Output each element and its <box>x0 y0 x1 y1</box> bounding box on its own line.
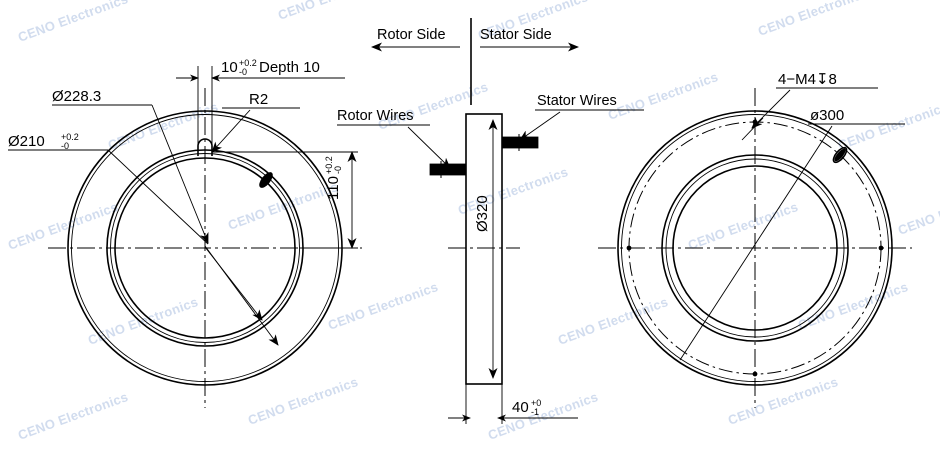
watermark: CENO Electronics <box>326 279 440 333</box>
left-view-group: 10 +0.2 -0 Depth 10 Ø228.3 Ø210 +0.2 -0 … <box>8 58 362 408</box>
dia210-leader-a <box>107 149 209 245</box>
bore-210-tol-upper: +0.2 <box>61 132 79 142</box>
rotor-wire-bundle <box>429 161 467 178</box>
tapped-hole-leader <box>751 89 791 129</box>
watermark: CENO Electronics <box>16 389 130 443</box>
right-view-bore-outer-edge <box>665 158 845 338</box>
dim110-text-group: 110 +0.2 -0 <box>324 156 343 200</box>
right-view-bore-inner <box>672 165 838 331</box>
dia320-label: Ø320 <box>474 195 491 232</box>
dia320-text-group: Ø320 <box>474 195 491 232</box>
stator-side-label: Stator Side <box>480 27 552 43</box>
dim110-tol-lower: -0 <box>333 166 343 174</box>
tapped-hole-right <box>878 245 884 251</box>
watermark: CENO Electronics <box>836 99 940 153</box>
left-view-bore-228-edge <box>110 153 300 343</box>
watermark: CENO Electronics <box>16 0 130 45</box>
dim110-value: 110 <box>325 176 342 200</box>
stator-wires-leader <box>519 111 561 141</box>
watermark: CENO Electronics <box>246 374 360 428</box>
tapped-hole-left <box>626 245 632 251</box>
section-body-rect <box>465 113 503 385</box>
dim40-tol-lower: -1 <box>531 407 539 417</box>
right-view-wire-exit-marker <box>832 146 848 164</box>
watermark: CENO Electronics <box>606 69 720 123</box>
r2-leader <box>211 109 251 153</box>
slot-width-tol-upper: +0.2 <box>239 58 257 68</box>
rotor-wires-leader <box>407 126 451 169</box>
watermark: CENO Electronics <box>486 389 600 443</box>
watermark: CENO Electronics <box>686 199 800 253</box>
bore-210-value: Ø210 <box>8 133 45 150</box>
dia2283-leader-b <box>204 246 263 321</box>
section-view-group: Rotor Side Stator Side Rotor Wires <box>337 18 644 424</box>
tapped-holes-label: 4−M4↧8 <box>778 71 837 88</box>
watermark: CENO Electronics <box>226 179 340 233</box>
slot-depth-suffix: Depth 10 <box>259 59 320 76</box>
watermark-layer: CENO Electronics CENO Electronics CENO E… <box>6 0 940 443</box>
left-view-bore-210 <box>114 157 296 339</box>
rotor-side-label: Rotor Side <box>377 27 446 43</box>
watermark: CENO Electronics <box>896 184 940 238</box>
bore-228-label: Ø228.3 <box>52 88 101 105</box>
stator-wire-bundle <box>501 134 539 151</box>
radius-note-label: R2 <box>249 91 268 108</box>
bolt-circle-leader <box>679 125 833 361</box>
watermark: CENO Electronics <box>276 0 390 23</box>
stator-wire-body <box>501 136 539 149</box>
dim40-text-group: 40 +0 -1 <box>512 398 541 417</box>
tapped-hole-bottom <box>752 371 758 377</box>
bore-210-tol-lower: -0 <box>61 141 69 151</box>
right-view-bore-outer <box>661 154 849 342</box>
rotor-wires-label: Rotor Wires <box>337 108 414 124</box>
stator-wires-label: Stator Wires <box>537 93 617 109</box>
watermark: CENO Electronics <box>756 0 870 39</box>
slot-width-dimension-text: 10 +0.2 -0 Depth 10 <box>221 58 320 77</box>
right-view-outer-circle-inner-edge <box>621 114 889 382</box>
dim40-tol-upper: +0 <box>531 398 541 408</box>
left-view-wire-exit-marker <box>259 172 273 188</box>
bolt-circle-label: ø300 <box>810 107 844 124</box>
dim40-value: 40 <box>512 399 529 416</box>
right-view-outer-circle <box>617 110 893 386</box>
bore-210-dimension-text: Ø210 +0.2 -0 <box>8 132 79 151</box>
dim110-tol-upper: +0.2 <box>324 156 334 174</box>
dia2283-leader <box>151 104 209 244</box>
slot-width-tol-lower: -0 <box>239 67 247 77</box>
watermark: CENO Electronics <box>106 99 220 153</box>
right-view-wire-exit-fill <box>834 148 846 162</box>
right-view-group: 4−M4↧8 ø300 <box>598 71 912 408</box>
tapped-hole-tick <box>741 117 764 141</box>
watermark: CENO Electronics <box>6 199 120 253</box>
slot-width-value: 10 <box>221 59 238 76</box>
